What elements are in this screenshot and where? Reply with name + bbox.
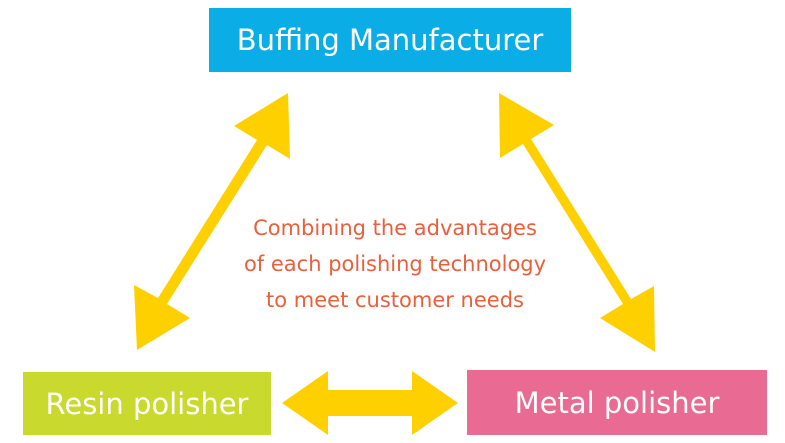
node-resin-polisher-label: Resin polisher bbox=[45, 386, 249, 421]
node-buffing-manufacturer-label: Buffing Manufacturer bbox=[236, 23, 544, 57]
node-metal-polisher: Metal polisher bbox=[467, 370, 767, 435]
node-metal-polisher-label: Metal polisher bbox=[514, 385, 720, 420]
caption-line-3: to meet customer needs bbox=[266, 288, 524, 312]
arrow-buffing-resin bbox=[134, 93, 290, 350]
arrow-resin-metal bbox=[282, 371, 458, 435]
caption-line-1: Combining the advantages bbox=[253, 216, 537, 240]
node-resin-polisher: Resin polisher bbox=[23, 372, 271, 435]
node-buffing-manufacturer: Buffing Manufacturer bbox=[209, 8, 571, 72]
center-caption: Combining the advantages of each polishi… bbox=[195, 210, 595, 318]
arrow-buffing-metal bbox=[499, 93, 655, 352]
caption-line-2: of each polishing technology bbox=[243, 252, 547, 276]
